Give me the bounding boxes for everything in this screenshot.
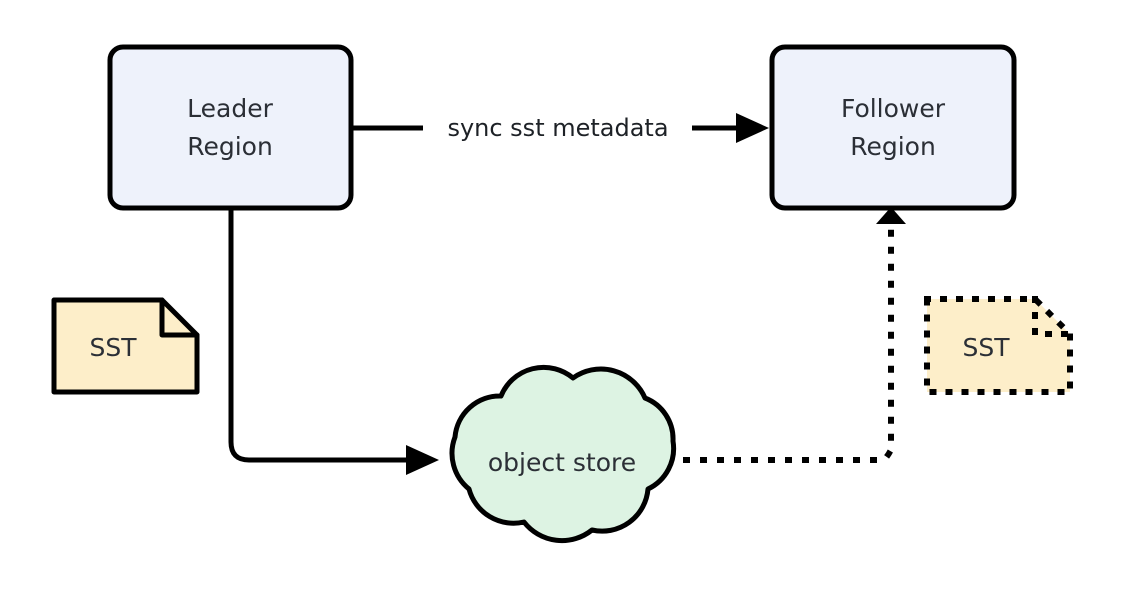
leader-region-label-line1: Leader xyxy=(187,94,273,123)
sst-replica-document-fill[interactable] xyxy=(927,299,1070,392)
edge-sync-metadata: sync sst metadata xyxy=(352,113,769,143)
arrowhead-icon xyxy=(406,445,439,475)
node-leader-region[interactable]: Leader Region xyxy=(107,44,354,211)
sst-source-fold-icon xyxy=(159,297,200,338)
sst-replica-label: SST xyxy=(962,333,1010,362)
node-follower-region[interactable]: Follower Region xyxy=(769,44,1017,211)
leader-region-label-line2: Region xyxy=(187,132,273,161)
follower-region-box[interactable] xyxy=(769,44,1017,211)
object-store-label: object store xyxy=(488,448,636,477)
edge-upload-sst xyxy=(228,210,439,475)
edge-sync-metadata-label: sync sst metadata xyxy=(447,114,668,142)
follower-region-label-line2: Region xyxy=(850,132,936,161)
leader-region-box[interactable] xyxy=(107,44,354,211)
edge-fetch-sst xyxy=(683,207,906,463)
object-store-cloud-shape[interactable] xyxy=(449,364,677,544)
follower-region-label-line1: Follower xyxy=(841,94,946,123)
node-sst-replica[interactable]: SST xyxy=(924,296,1073,395)
arrowhead-icon xyxy=(876,207,906,224)
edge-upload-sst-path xyxy=(228,210,420,463)
node-sst-source[interactable]: SST xyxy=(51,297,200,395)
sst-source-label: SST xyxy=(89,333,137,362)
node-object-store[interactable]: object store xyxy=(449,364,677,544)
sst-replica-fold-icon xyxy=(1032,296,1073,337)
arrowhead-icon xyxy=(736,113,769,143)
edge-fetch-sst-path xyxy=(683,229,894,463)
